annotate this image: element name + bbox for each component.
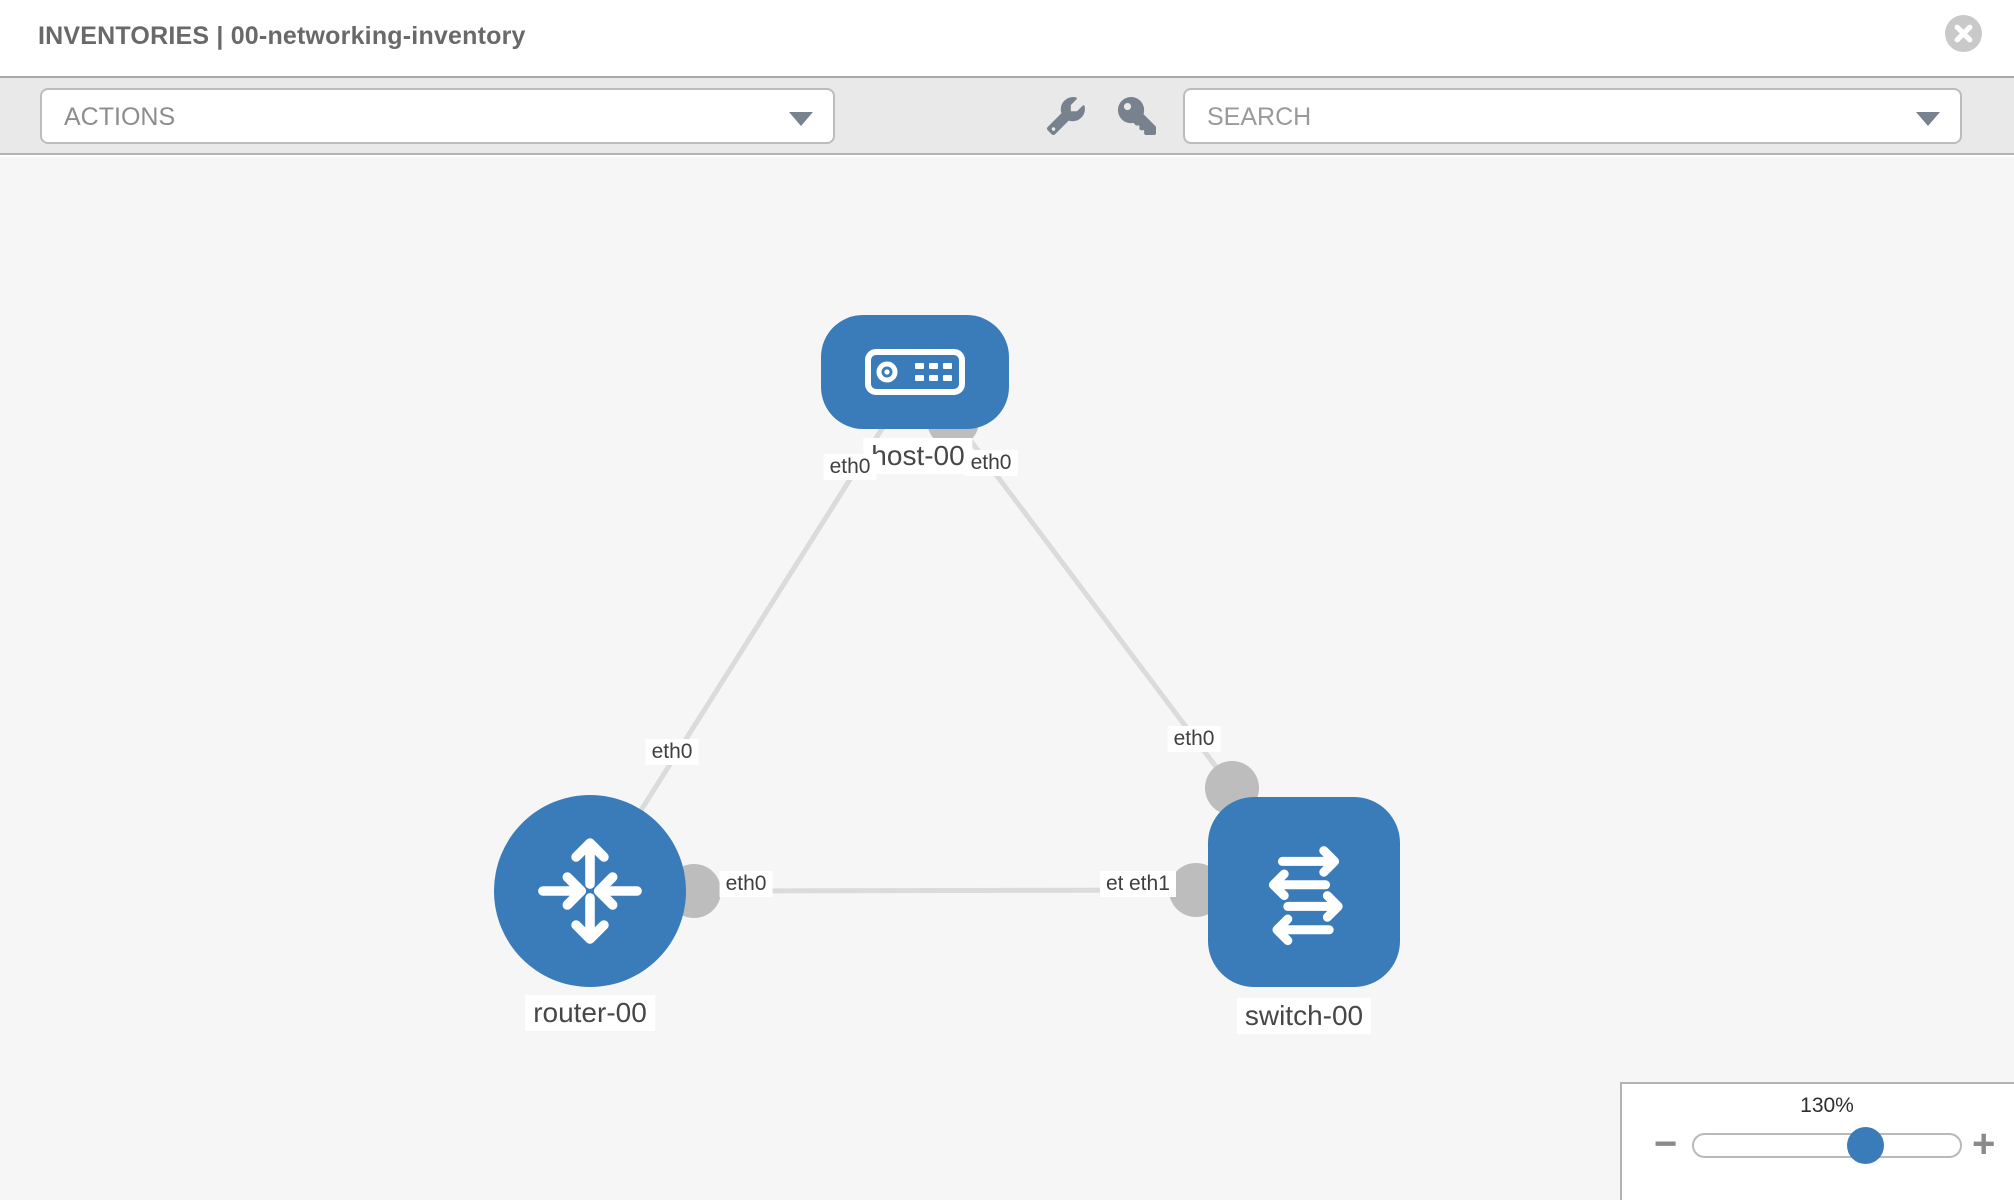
interface-label-router-eth0: eth0 (719, 871, 773, 897)
chevron-down-icon (1916, 112, 1940, 126)
actions-dropdown[interactable]: ACTIONS (40, 88, 835, 144)
zoom-panel: 130% − + (1620, 1082, 2014, 1200)
interface-label-switch-eth1: eth1 (1123, 871, 1176, 897)
node-label-switch-00: switch-00 (1236, 998, 1372, 1034)
actions-dropdown-label: ACTIONS (64, 103, 176, 131)
close-button[interactable] (1945, 15, 1982, 52)
page-title: INVENTORIES | 00-networking-inventory (38, 22, 526, 50)
toolbar: ACTIONS (0, 76, 2014, 155)
node-host-00[interactable] (821, 315, 1009, 429)
node-label-host-00: host-00 (863, 438, 973, 474)
page-header: INVENTORIES | 00-networking-inventory (0, 0, 2014, 76)
search-dropdown[interactable] (1183, 88, 1962, 144)
zoom-in-button[interactable]: + (1972, 1122, 1996, 1166)
switch-icon (1268, 846, 1343, 946)
node-label-router-00: router-00 (525, 995, 655, 1031)
interface-label-switch-eth0-uplink: eth0 (1167, 726, 1221, 752)
zoom-slider-track[interactable] (1692, 1133, 1962, 1158)
zoom-out-button[interactable]: − (1654, 1122, 1678, 1166)
host-icon (865, 349, 965, 395)
node-router-00[interactable] (494, 795, 686, 987)
wrench-icon (1047, 97, 1085, 135)
interface-label-host-eth0-left: eth0 (823, 454, 877, 480)
zoom-slider-thumb[interactable] (1847, 1127, 1884, 1164)
configure-wrench-button[interactable] (1045, 95, 1087, 137)
credentials-key-button[interactable] (1116, 95, 1158, 137)
links-layer (587, 395, 1259, 918)
zoom-level-value: 130% (1800, 1094, 1854, 1117)
key-icon (1118, 97, 1156, 135)
close-icon (1954, 24, 1973, 43)
topology-canvas[interactable]: host-00 router-00 switch-00 eth0 eth0 et… (0, 157, 2014, 1200)
interface-label-router-eth0-uplink: eth0 (645, 739, 699, 765)
router-icon (538, 838, 642, 944)
chevron-down-icon (789, 112, 813, 126)
node-switch-00[interactable] (1208, 797, 1400, 987)
search-input[interactable] (1207, 94, 1897, 140)
interface-label-host-eth0-right: eth0 (964, 450, 1018, 476)
